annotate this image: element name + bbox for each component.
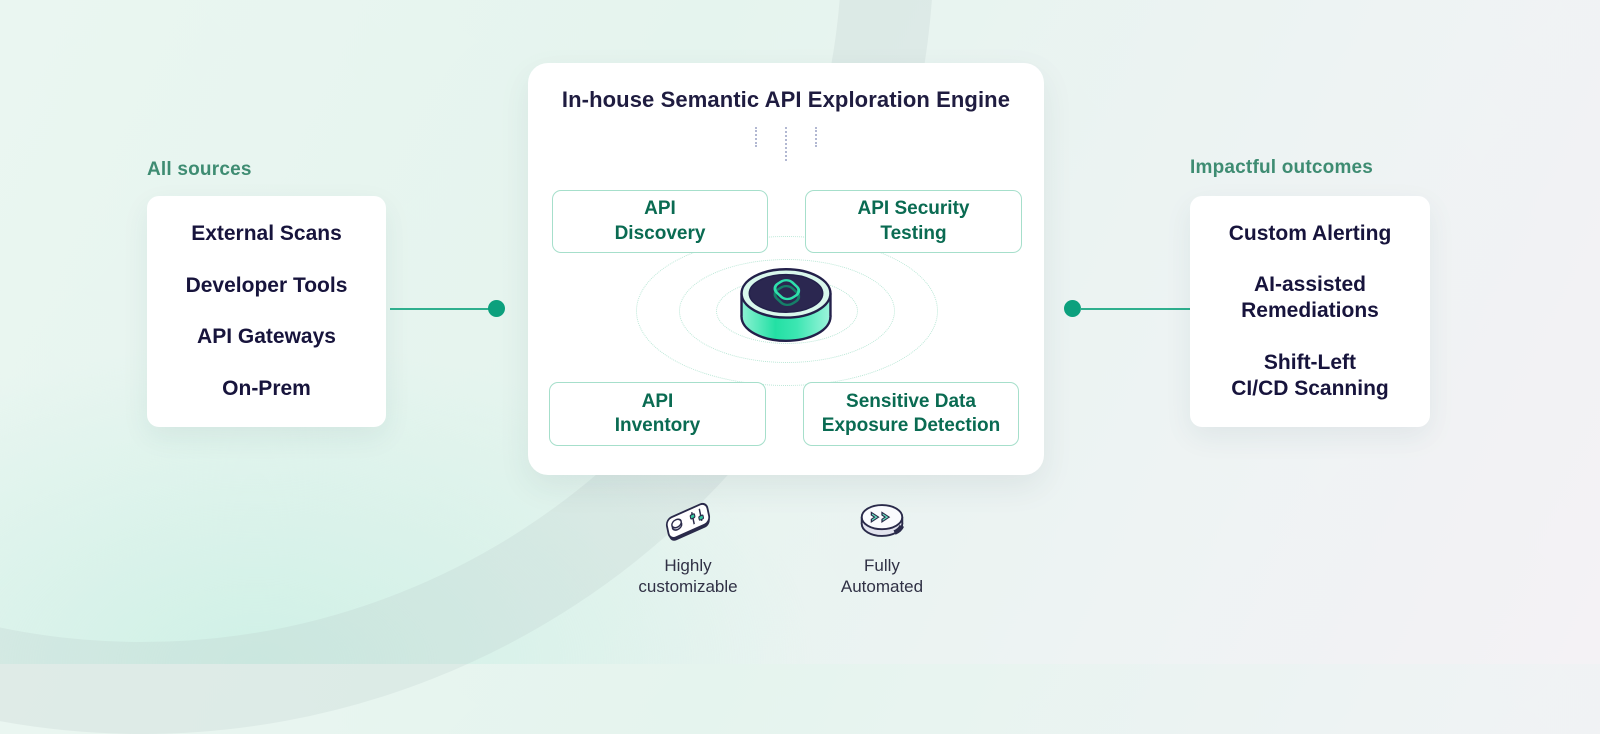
diagram-canvas: All sources External Scans Developer Too… (0, 0, 1430, 734)
sources-card: External Scans Developer Tools API Gatew… (147, 196, 386, 427)
feature-label-fully-automated: Fully Automated (840, 556, 924, 596)
engine-card: In-house Semantic API Exploration Engine (528, 63, 1044, 475)
dotted-connector-middle (785, 127, 787, 161)
module-sensitive-data-exposure-detection: Sensitive Data Exposure Detection (803, 382, 1019, 446)
dotted-connector-right (815, 127, 817, 147)
radar-ring-middle (679, 259, 895, 363)
feature-fully-automated: Fully Automated (802, 498, 962, 597)
outcome-item-custom-alerting: Custom Alerting (1228, 221, 1392, 245)
feature-label-highly-customizable: Highly customizable (638, 556, 738, 596)
source-item-external-scans: External Scans (191, 221, 342, 245)
source-item-api-gateways: API Gateways (197, 325, 336, 349)
source-item-on-prem: On-Prem (222, 377, 311, 400)
dotted-connectors (528, 127, 1044, 161)
left-connector-dot (488, 300, 505, 317)
all-sources-heading: All sources (147, 159, 252, 180)
outcomes-card: Custom Alerting AI-assisted Remediations… (1190, 196, 1430, 427)
dotted-connector-left (755, 127, 757, 147)
impactful-outcomes-heading: Impactful outcomes (1190, 157, 1374, 178)
right-connector-dot (1064, 300, 1081, 317)
module-api-inventory: API Inventory (549, 382, 766, 446)
control-panel-icon (657, 496, 719, 549)
feature-highly-customizable: Highly customizable (608, 496, 768, 597)
module-api-discovery: API Discovery (552, 190, 768, 253)
module-api-security-testing: API Security Testing (805, 190, 1022, 253)
outcome-item-ai-assisted-remediations: AI-assisted Remediations (1241, 273, 1379, 323)
engine-core-icon (728, 262, 844, 350)
source-item-developer-tools: Developer Tools (185, 273, 348, 297)
fast-forward-disc-icon (854, 498, 910, 549)
right-connector-line (1080, 308, 1190, 310)
left-connector-line (390, 308, 489, 310)
radar-ring-outer (636, 236, 938, 386)
outcome-item-shift-left-cicd-scanning: Shift-Left CI/CD Scanning (1231, 350, 1389, 401)
engine-title: In-house Semantic API Exploration Engine (561, 87, 1011, 112)
